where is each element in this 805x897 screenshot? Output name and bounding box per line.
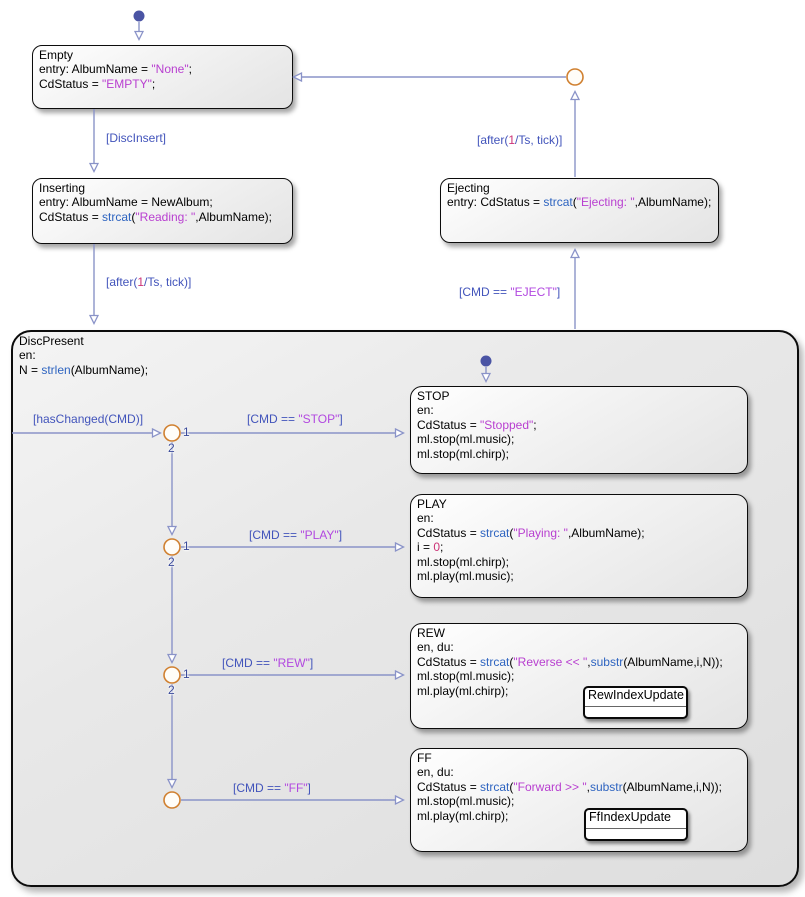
state-action-line: entry: CdStatus = strcat("Ejecting: ",Al…	[447, 195, 712, 210]
junction-2[interactable]	[163, 538, 181, 556]
state-title: DiscPresent	[19, 334, 84, 348]
transition-label-discinsert[interactable]: [DiscInsert]	[106, 131, 167, 145]
junction-eject[interactable]	[566, 68, 584, 86]
state-action-line: CdStatus = strcat("Reverse << ",substr(A…	[417, 654, 723, 669]
state-action-line: N = strlen(AlbumName);	[19, 362, 149, 377]
initial-dot-discpresent[interactable]	[480, 355, 492, 367]
state-title: STOP	[417, 389, 450, 403]
state-ff[interactable]: FF en, du: CdStatus = strcat("Forward >>…	[410, 748, 748, 852]
state-action-line: CdStatus = "Stopped";	[417, 417, 537, 432]
state-action-line: ml.play(ml.chirp);	[417, 808, 509, 823]
state-title: Empty	[39, 48, 74, 62]
junction-4[interactable]	[163, 791, 181, 809]
state-action-line: entry: AlbumName = NewAlbum;	[39, 195, 213, 210]
state-action-line: en:	[19, 348, 36, 363]
state-action-line: ml.play(ml.music);	[417, 568, 514, 583]
junction1-order-1: 1	[183, 425, 190, 439]
junction-3[interactable]	[163, 666, 181, 684]
subchart-rewindexupdate[interactable]: RewIndexUpdate	[583, 686, 688, 719]
state-inserting[interactable]: Inserting entry: AlbumName = NewAlbum; C…	[32, 178, 293, 244]
junction-1[interactable]	[163, 424, 181, 442]
junction3-order-2: 2	[168, 683, 175, 697]
junction1-order-2: 2	[168, 441, 175, 455]
state-title: Inserting	[39, 181, 86, 195]
state-action-line: CdStatus = "EMPTY";	[39, 76, 156, 91]
transition-label-cmd-stop[interactable]: [CMD == "STOP"]	[247, 412, 343, 426]
state-action-line: CdStatus = strcat("Forward >> ",substr(A…	[417, 779, 722, 794]
junction2-order-2: 2	[168, 555, 175, 569]
state-action-line: ml.stop(ml.music);	[417, 432, 515, 447]
state-action-line: i = 0;	[417, 540, 444, 555]
state-action-line: ml.stop(ml.chirp);	[417, 446, 510, 461]
state-title: FF	[417, 751, 432, 765]
transition-label-after-tick-ejecting[interactable]: [after(1/Ts, tick)]	[477, 133, 563, 147]
state-play[interactable]: PLAY en: CdStatus = strcat("Playing: ",A…	[410, 494, 748, 598]
state-ejecting[interactable]: Ejecting entry: CdStatus = strcat("Eject…	[440, 178, 719, 243]
initial-dot-chart[interactable]	[133, 10, 145, 22]
state-action-line: entry: AlbumName = "None";	[39, 62, 192, 77]
state-action-line: ml.stop(ml.music);	[417, 794, 515, 809]
transition-label-cmd-ff[interactable]: [CMD == "FF"]	[233, 781, 311, 795]
state-action-line: en, du:	[417, 640, 454, 655]
transition-label-cmd-play[interactable]: [CMD == "PLAY"]	[249, 528, 343, 542]
state-action-line: en:	[417, 511, 434, 526]
transition-label-after-tick-inserting[interactable]: [after(1/Ts, tick)]	[106, 275, 192, 289]
state-action-line: CdStatus = strcat("Playing: ",AlbumName)…	[417, 525, 645, 540]
junction2-order-1: 1	[183, 539, 190, 553]
state-action-line: ml.play(ml.chirp);	[417, 683, 509, 698]
state-rew[interactable]: REW en, du: CdStatus = strcat("Reverse <…	[410, 623, 748, 729]
state-title: Ejecting	[447, 181, 490, 195]
state-action-line: ml.stop(ml.chirp);	[417, 554, 510, 569]
subchart-title: FfIndexUpdate	[586, 810, 686, 829]
state-action-line: ml.stop(ml.music);	[417, 669, 515, 684]
transition-label-haschanged[interactable]: [hasChanged(CMD)]	[33, 412, 144, 426]
state-action-line: en, du:	[417, 765, 454, 780]
subchart-ffindexupdate[interactable]: FfIndexUpdate	[584, 808, 688, 841]
state-title: REW	[417, 626, 445, 640]
subchart-title: RewIndexUpdate	[585, 688, 686, 707]
transition-label-cmd-rew[interactable]: [CMD == "REW"]	[222, 656, 314, 670]
transition-label-cmd-eject[interactable]: [CMD == "EJECT"]	[459, 285, 561, 299]
state-title: PLAY	[417, 497, 447, 511]
state-empty[interactable]: Empty entry: AlbumName = "None"; CdStatu…	[32, 45, 293, 109]
junction3-order-1: 1	[183, 667, 190, 681]
state-action-line: en:	[417, 403, 434, 418]
state-stop[interactable]: STOP en: CdStatus = "Stopped"; ml.stop(m…	[410, 386, 748, 474]
state-action-line: CdStatus = strcat("Reading: ",AlbumName)…	[39, 209, 272, 224]
